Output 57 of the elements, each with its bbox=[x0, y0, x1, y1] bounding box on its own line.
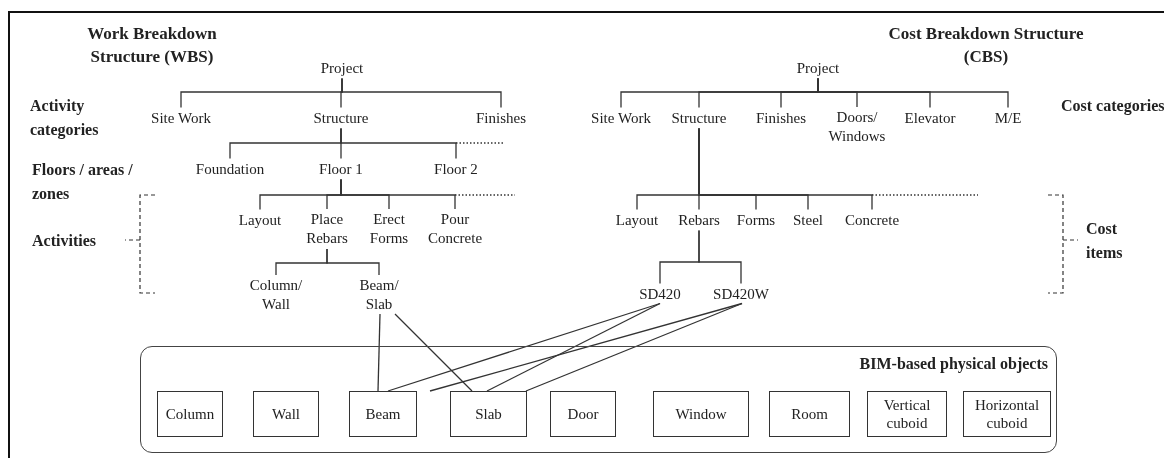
tree-item: Site Work bbox=[583, 108, 659, 128]
object-box: Vertical cuboid bbox=[867, 391, 947, 437]
level-label: Activities bbox=[32, 231, 97, 251]
connector-line bbox=[340, 127, 457, 160]
level-label: Activity categories bbox=[30, 96, 100, 141]
tree-item: Finishes bbox=[461, 108, 541, 128]
tree-item: Project bbox=[778, 58, 858, 78]
level-label: Cost items bbox=[1086, 219, 1124, 263]
group-container bbox=[140, 346, 1057, 453]
tree-item: Beam/ Slab bbox=[352, 276, 406, 314]
structure-heading: Cost Breakdown Structure (CBS) bbox=[887, 23, 1085, 68]
connector-line bbox=[525, 302, 743, 392]
connector-line bbox=[326, 248, 380, 276]
object-box: Wall bbox=[253, 391, 319, 437]
tree-item: Erect Forms bbox=[362, 210, 416, 248]
tree-item: Finishes bbox=[748, 108, 814, 128]
tree-item: Rebars bbox=[671, 210, 727, 230]
object-box: Column bbox=[157, 391, 223, 437]
connector-line bbox=[387, 302, 661, 392]
tree-item: Floor 1 bbox=[306, 159, 376, 179]
tree-item: SD420W bbox=[705, 284, 777, 304]
tree-item: Forms bbox=[731, 210, 781, 230]
connector-line bbox=[698, 229, 742, 285]
connector-line bbox=[698, 127, 873, 211]
tree-item: M/E bbox=[985, 108, 1031, 128]
tree-item: Pour Concrete bbox=[420, 210, 490, 248]
object-box: Room bbox=[769, 391, 850, 437]
object-box: Beam bbox=[349, 391, 417, 437]
connector-line bbox=[394, 313, 473, 392]
object-box: Door bbox=[550, 391, 616, 437]
connector-line bbox=[340, 178, 456, 210]
tree-item: Floor 2 bbox=[421, 159, 491, 179]
tree-item: Foundation bbox=[185, 159, 275, 179]
object-box: Slab bbox=[450, 391, 527, 437]
tree-item: Concrete bbox=[837, 210, 907, 230]
object-box: Window bbox=[653, 391, 749, 437]
connector-line bbox=[341, 77, 502, 109]
tree-item: Structure bbox=[664, 108, 734, 128]
tree-item: Doors/ Windows bbox=[819, 108, 895, 146]
level-label: Floors / areas / zones bbox=[32, 160, 134, 204]
tree-item: Project bbox=[302, 58, 382, 78]
tree-item: Layout bbox=[609, 210, 665, 230]
tree-item: Layout bbox=[228, 210, 292, 230]
connector-line bbox=[486, 302, 661, 392]
connector-line bbox=[377, 313, 381, 392]
tree-item: Place Rebars bbox=[297, 210, 357, 248]
tree-item: Steel bbox=[785, 210, 831, 230]
tree-item: SD420 bbox=[629, 284, 691, 304]
structure-heading: Work Breakdown Structure (WBS) bbox=[86, 23, 218, 68]
tree-item: Structure bbox=[301, 108, 381, 128]
tree-item: Site Work bbox=[141, 108, 221, 128]
group-title: BIM-based physical objects bbox=[859, 355, 1048, 373]
level-label: Cost categories bbox=[1061, 96, 1164, 117]
tree-item: Elevator bbox=[897, 108, 963, 128]
tree-item: Column/ Wall bbox=[244, 276, 308, 314]
object-box: Horizontal cuboid bbox=[963, 391, 1051, 437]
connector-line bbox=[817, 77, 1009, 109]
